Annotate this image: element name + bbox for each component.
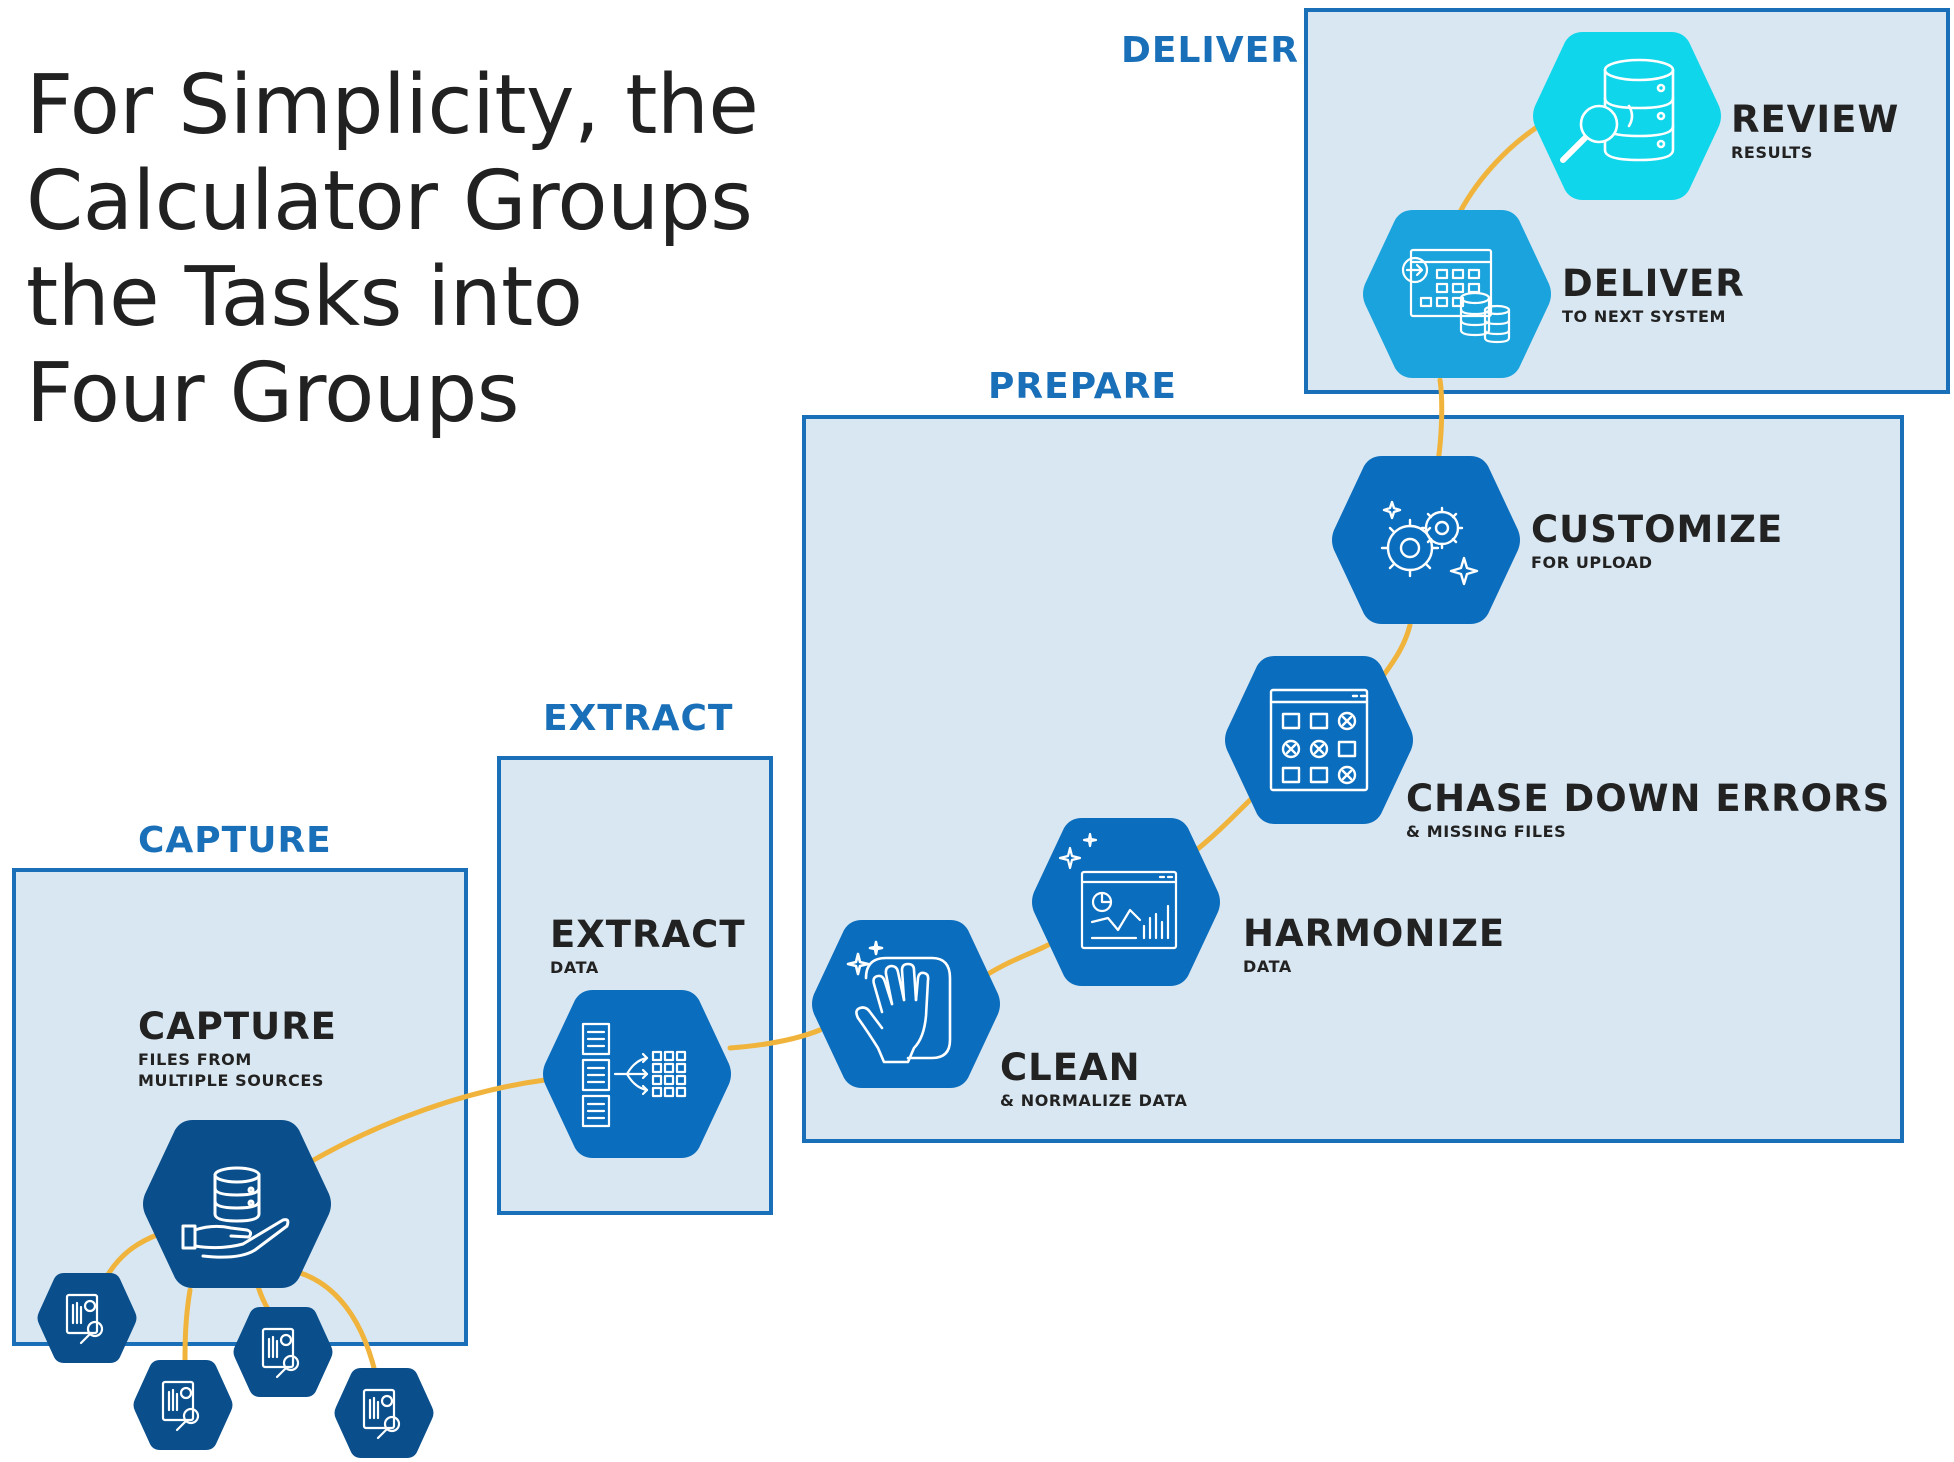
capture-step-subtitle-1: FILES FROM	[138, 1050, 252, 1069]
report-file-icon	[261, 1327, 300, 1379]
customize-node	[1332, 456, 1520, 624]
source-node-3	[233, 1307, 333, 1397]
customize-step-label: CUSTOMIZE FOR UPLOAD	[1531, 508, 1783, 573]
prepare-group-label: PREPARE	[988, 366, 1177, 407]
clean-node	[812, 920, 1000, 1088]
cleaning-hand-icon	[846, 940, 952, 1064]
harmonize-step-label: HARMONIZE DATA	[1243, 912, 1505, 977]
title-line-3: the Tasks into	[26, 250, 583, 345]
review-step-title: REVIEW	[1731, 98, 1900, 141]
extract-group-label: EXTRACT	[543, 698, 734, 739]
connector-extract-clean	[727, 1027, 823, 1051]
source-node-4	[334, 1368, 434, 1458]
connector-capture-extract	[297, 1077, 548, 1171]
chase-errors-node	[1225, 656, 1413, 824]
title-line-2: Calculator Groups	[26, 154, 753, 249]
connector-deliver-review	[1457, 122, 1543, 215]
capture-group-label: CAPTURE	[138, 820, 332, 861]
capture-step-title: CAPTURE	[138, 1005, 337, 1048]
extract-step-label: EXTRACT DATA	[550, 913, 746, 978]
harmonize-step-title: HARMONIZE	[1243, 912, 1506, 955]
extract-step-title: EXTRACT	[550, 913, 746, 956]
page-title: For Simplicity, the Calculator Groups th…	[26, 58, 826, 442]
deliver-step-label: DELIVER TO NEXT SYSTEM	[1562, 262, 1745, 327]
database-hand-icon	[181, 1166, 290, 1259]
report-file-icon	[65, 1293, 104, 1345]
review-step-subtitle: RESULTS	[1731, 143, 1813, 162]
review-node	[1533, 32, 1721, 200]
chase-errors-step-subtitle: & MISSING FILES	[1406, 822, 1567, 841]
title-line-4: Four Groups	[26, 346, 520, 441]
harmonize-step-subtitle: DATA	[1243, 957, 1292, 976]
review-step-label: REVIEW RESULTS	[1731, 98, 1899, 163]
table-database-export-icon	[1401, 248, 1511, 344]
clean-step-title: CLEAN	[1000, 1046, 1141, 1089]
chase-errors-step-label: CHASE DOWN ERRORS & MISSING FILES	[1406, 777, 1890, 842]
gears-sparkle-icon	[1380, 500, 1479, 586]
extract-data-icon	[581, 1022, 687, 1128]
deliver-step-subtitle: TO NEXT SYSTEM	[1562, 307, 1727, 326]
report-file-icon	[161, 1380, 200, 1432]
extract-step-subtitle: DATA	[550, 958, 599, 977]
source-node-1	[37, 1273, 137, 1363]
database-magnifier-icon	[1560, 58, 1675, 163]
customize-step-title: CUSTOMIZE	[1531, 508, 1784, 551]
connector-clean-harmonize	[982, 942, 1051, 979]
connector-source-4	[287, 1267, 381, 1388]
source-node-2	[133, 1360, 233, 1450]
deliver-group-label: DELIVER	[1121, 30, 1299, 71]
capture-step-label: CAPTURE FILES FROM MULTIPLE SOURCES	[138, 1005, 337, 1091]
capture-step-subtitle-2: MULTIPLE SOURCES	[138, 1071, 324, 1090]
error-grid-icon	[1269, 688, 1369, 792]
report-file-icon	[362, 1388, 401, 1440]
title-line-1: For Simplicity, the	[26, 58, 759, 153]
clean-step-label: CLEAN & NORMALIZE DATA	[1000, 1046, 1187, 1111]
dashboard-chart-icon	[1058, 832, 1178, 950]
customize-step-subtitle: FOR UPLOAD	[1531, 553, 1653, 572]
capture-node	[143, 1120, 331, 1288]
harmonize-node	[1032, 818, 1220, 986]
extract-node	[543, 990, 731, 1158]
connector-customize-deliver	[1435, 377, 1445, 465]
deliver-step-title: DELIVER	[1562, 262, 1745, 305]
clean-step-subtitle: & NORMALIZE DATA	[1000, 1091, 1188, 1110]
connector-source-2	[182, 1287, 193, 1365]
chase-errors-step-title: CHASE DOWN ERRORS	[1406, 777, 1891, 820]
deliver-node	[1363, 210, 1551, 378]
